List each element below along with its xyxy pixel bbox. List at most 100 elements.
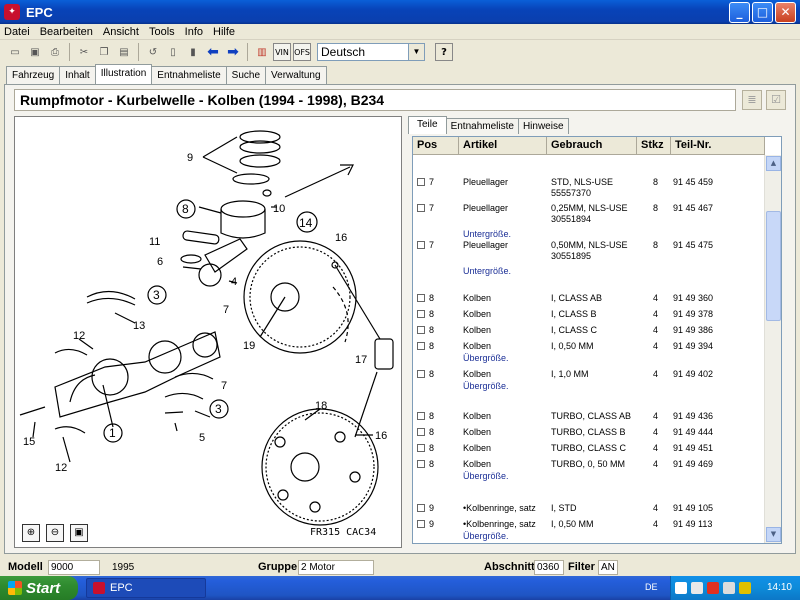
row-checkbox[interactable]: [417, 460, 425, 468]
window-controls: _ □ ✕: [729, 2, 796, 23]
zoom-in-icon[interactable]: ⊕: [22, 524, 40, 542]
cell-pos: 8: [429, 369, 435, 379]
security-icon[interactable]: [707, 582, 719, 594]
tab-teile[interactable]: Teile: [408, 116, 447, 134]
menu-tools[interactable]: Tools: [148, 25, 175, 38]
save-icon[interactable]: ▣: [30, 46, 40, 58]
zoom-out-icon[interactable]: ⊖: [46, 524, 64, 542]
list-icon[interactable]: ≣: [742, 90, 762, 110]
vin-button[interactable]: VIN: [273, 43, 291, 61]
bookmark-icon[interactable]: ▮: [190, 46, 196, 58]
start-button[interactable]: Start: [0, 576, 78, 600]
sensor-shape: [374, 338, 394, 370]
menu-datei[interactable]: Datei: [4, 25, 30, 38]
row-checkbox[interactable]: [417, 444, 425, 452]
row-checkbox[interactable]: [417, 428, 425, 436]
language-indicator[interactable]: DE: [645, 582, 658, 592]
network-icon[interactable]: [691, 582, 703, 594]
row-checkbox[interactable]: [417, 520, 425, 528]
leader-line-shape: [32, 421, 36, 438]
menu-ansicht[interactable]: Ansicht: [102, 25, 139, 38]
tab-entnahmeliste[interactable]: Entnahmeliste: [151, 66, 227, 84]
menu-info[interactable]: Info: [184, 25, 204, 38]
minimize-button[interactable]: _: [729, 2, 750, 23]
section-heading: Rumpfmotor - Kurbelwelle - Kolben (1994 …: [14, 89, 736, 111]
cell-gebrauch: STD, NLS-USE: [551, 177, 614, 187]
checklist-icon[interactable]: ☑: [766, 90, 786, 110]
row-checkbox[interactable]: [417, 370, 425, 378]
row-checkbox[interactable]: [417, 294, 425, 302]
forward-arrow-icon[interactable]: ➡: [227, 44, 239, 60]
language-select[interactable]: Deutsch ▼: [317, 43, 425, 61]
row-checkbox[interactable]: [417, 204, 425, 212]
document-icon[interactable]: ▯: [170, 46, 176, 58]
row-checkbox[interactable]: [417, 310, 425, 318]
alert-icon[interactable]: [739, 582, 751, 594]
cell-stkz: 4: [653, 519, 659, 529]
scroll-up-icon[interactable]: ▲: [766, 156, 781, 171]
cell-pos: 8: [429, 459, 435, 469]
col-gebrauch[interactable]: Gebrauch: [547, 137, 637, 155]
tab-fahrzeug[interactable]: Fahrzeug: [6, 66, 61, 84]
chevron-down-icon[interactable]: ▼: [408, 44, 424, 60]
cell-gebrauch: TURBO, 0, 50 MM: [551, 459, 626, 469]
fit-view-icon[interactable]: ▣: [70, 524, 88, 542]
paste-icon[interactable]: ▤: [119, 46, 129, 58]
row-checkbox[interactable]: [417, 342, 425, 350]
scroll-thumb[interactable]: [766, 211, 781, 321]
tab-suche[interactable]: Suche: [225, 66, 267, 84]
scroll-down-icon[interactable]: ▼: [766, 527, 781, 542]
cell-pos: 8: [429, 325, 435, 335]
history-icon[interactable]: ↺: [148, 46, 158, 58]
cut-icon[interactable]: ✂: [79, 46, 89, 58]
leader-line-shape: [202, 136, 238, 174]
tab-illustration[interactable]: Illustration: [94, 64, 153, 84]
tab-inhalt[interactable]: Inhalt: [59, 66, 96, 84]
chart-icon[interactable]: ▥: [257, 46, 267, 58]
tab-sub-entnahmeliste[interactable]: Entnahmeliste: [445, 118, 519, 134]
tray-app-icon[interactable]: [723, 582, 735, 594]
col-pos[interactable]: Pos: [413, 137, 459, 155]
row-checkbox[interactable]: [417, 504, 425, 512]
row-checkbox[interactable]: [417, 412, 425, 420]
row-checkbox[interactable]: [417, 326, 425, 334]
parts-illustration[interactable]: 9 8 10 14 11 6 4 16 3 7 12 13 19 17 7 3 …: [14, 116, 402, 548]
cell-artikel: Kolben: [463, 411, 492, 421]
volume-icon[interactable]: [675, 582, 687, 594]
menu-bearbeiten[interactable]: Bearbeiten: [39, 25, 93, 38]
menu-hilfe[interactable]: Hilfe: [213, 25, 236, 38]
back-arrow-icon[interactable]: ⬅: [207, 44, 219, 60]
copy-icon[interactable]: ❐: [99, 46, 109, 58]
row-checkbox[interactable]: [417, 241, 425, 249]
col-teil-nr[interactable]: Teil-Nr.: [671, 137, 765, 155]
col-artikel[interactable]: Artikel: [459, 137, 547, 155]
tab-hinweise[interactable]: Hinweise: [517, 118, 569, 134]
vertical-scrollbar[interactable]: ▲ ▼: [764, 155, 781, 543]
maximize-button[interactable]: □: [752, 2, 773, 23]
row-checkbox[interactable]: [417, 178, 425, 186]
open-icon[interactable]: ▭: [10, 46, 20, 58]
col-stkz[interactable]: Stkz: [637, 137, 671, 155]
tab-verwaltung[interactable]: Verwaltung: [265, 66, 327, 84]
crank-web-shape: [192, 332, 218, 358]
callout-9: 9: [187, 152, 193, 164]
ofs-button[interactable]: OFS: [293, 43, 311, 61]
help-button[interactable]: ?: [435, 43, 453, 61]
close-button[interactable]: ✕: [775, 2, 796, 23]
print-icon[interactable]: ⎙: [51, 46, 59, 58]
taskbar-item-epc[interactable]: EPC: [86, 578, 206, 598]
